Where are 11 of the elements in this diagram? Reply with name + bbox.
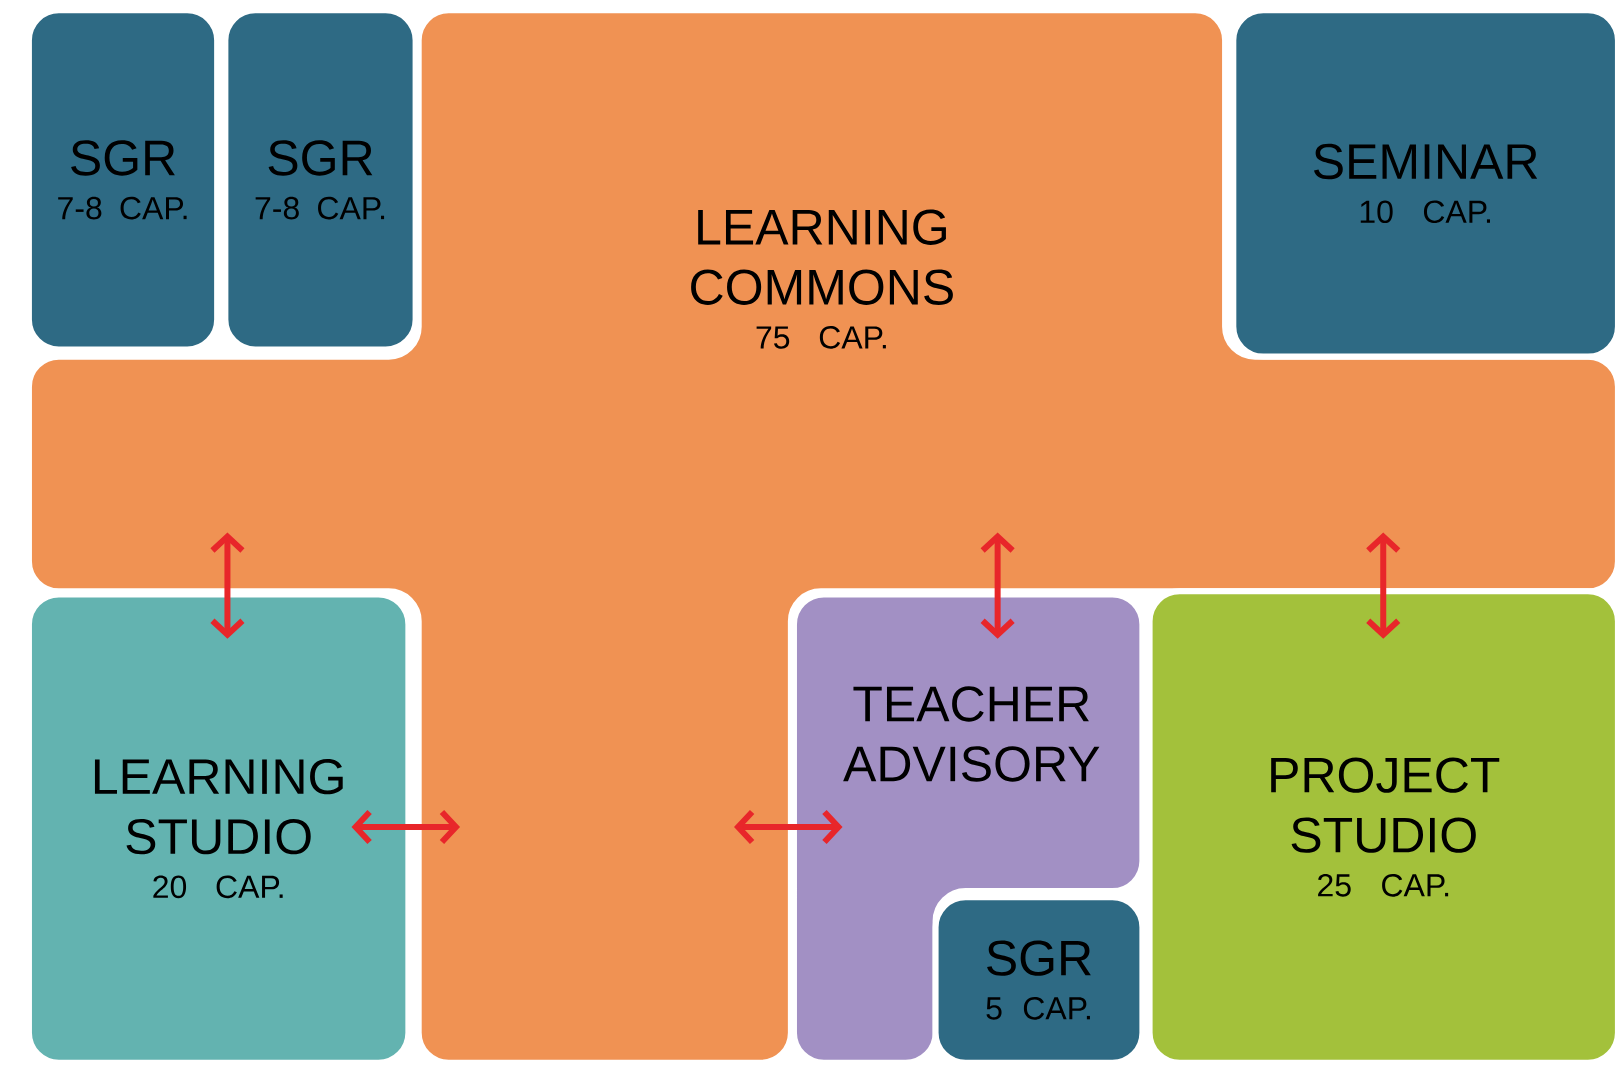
- room-box: SEMINAR 10 CAP.: [1230, 7, 1621, 360]
- room-box: SGR 7-8 CAP.: [222, 7, 419, 353]
- room-box: PROJECT STUDIO 25 CAP.: [1146, 588, 1621, 1066]
- double-arrow: [1366, 532, 1401, 639]
- room-box: LEARNING STUDIO 20 CAP.: [25, 591, 412, 1066]
- room-box: SGR 7-8 CAP.: [25, 7, 221, 353]
- double-arrow: [734, 809, 843, 845]
- double-arrow: [980, 532, 1015, 639]
- double-arrow: [351, 809, 461, 845]
- double-arrow: [210, 532, 245, 639]
- room-box: SGR 5 CAP.: [932, 894, 1146, 1066]
